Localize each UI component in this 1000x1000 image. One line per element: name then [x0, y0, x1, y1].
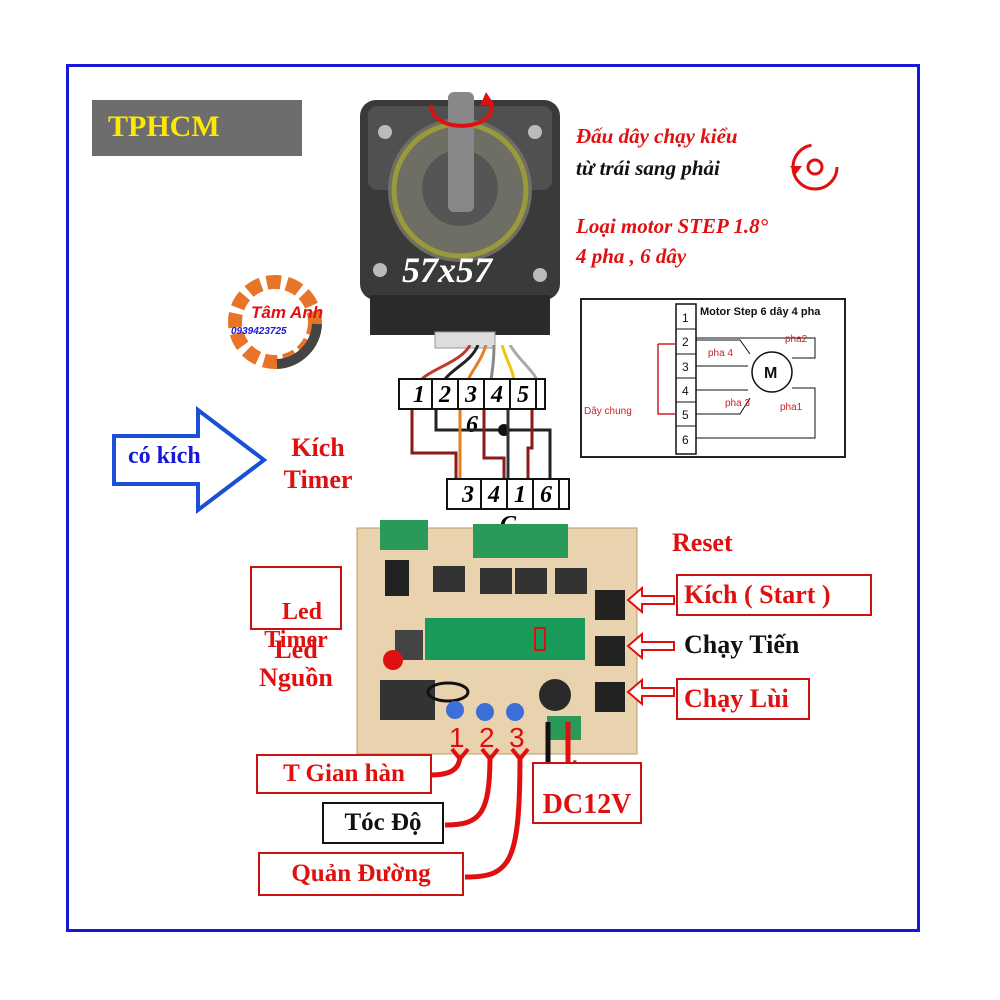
reverse-button-label: Chạy Lùi	[676, 678, 810, 720]
schematic-pin: 1	[682, 311, 689, 325]
power-leads	[545, 722, 571, 762]
power-text: DC12V	[542, 789, 632, 820]
motor-pin: 1	[407, 380, 433, 410]
reset-label: Reset	[672, 528, 733, 557]
brand-logo: Tâm Anh 0939423725	[228, 275, 323, 369]
motor-pin: 3	[459, 380, 485, 410]
motor-phase-label: 4 pha , 6 dây	[576, 244, 687, 268]
weld-time-text: T Gian hàn	[283, 760, 405, 787]
schematic-title: Motor Step 6 dây 4 pha	[700, 306, 821, 318]
wiring-title: Đấu dây chạy kiểu	[576, 124, 738, 148]
wiring-direction: từ trái sang phải	[576, 156, 720, 180]
schematic-phase: pha 4	[708, 348, 733, 359]
led-timer-text: Led Timer	[264, 599, 328, 653]
led-power-label: Led Nguồn	[259, 635, 333, 692]
trigger-arrow	[112, 406, 268, 515]
controller-board	[356, 520, 638, 755]
led-timer-label: Led Timer	[250, 566, 342, 653]
pot-pointer-lines	[429, 747, 530, 880]
motor-schematic	[580, 298, 846, 458]
stepper-motor-illustration: 57x57	[360, 92, 560, 349]
motor-pin: 2	[433, 380, 459, 410]
board-pin-header: 3416C	[446, 478, 570, 538]
rotation-direction-icon	[790, 143, 839, 191]
start-button-label: Kích ( Start )	[676, 574, 872, 616]
speed-label: Tóc Độ	[322, 802, 444, 844]
schematic-common-label: Dây chung	[584, 406, 632, 417]
brand-phone: 0939423725	[231, 326, 287, 337]
pot-number: 3	[509, 722, 525, 753]
motor-type-label: Loại motor STEP 1.8°	[576, 214, 768, 238]
motor-size-label: 57x57	[402, 250, 494, 290]
button-pointer-arrows	[626, 585, 675, 707]
schematic-pin: 2	[682, 335, 689, 349]
board-pin: 3	[456, 480, 482, 510]
trigger-timer-label: Kích Timer	[283, 433, 353, 494]
start-button-text: Kích ( Start )	[684, 580, 831, 609]
schematic-pin: 4	[682, 384, 689, 398]
distance-label: Quản Đường	[258, 852, 464, 896]
speed-text: Tóc Độ	[344, 809, 422, 836]
schematic-pin: 3	[682, 360, 689, 374]
forward-button-label: Chạy Tiến	[684, 630, 800, 659]
pot-number: 1	[449, 722, 465, 753]
schematic-pin: 6	[682, 433, 689, 447]
motor-pin: 4	[485, 380, 511, 410]
motor-pin: 5	[511, 380, 537, 410]
schematic-phase: pha 3	[725, 398, 750, 409]
brand-name: Tâm Anh	[251, 303, 323, 322]
board-pin: 4	[482, 480, 508, 510]
trigger-input-label: có kích	[128, 443, 201, 469]
schematic-phase: pha1	[780, 402, 803, 413]
pin-wiring	[410, 410, 552, 478]
city-badge-text: TPHCM	[108, 110, 220, 143]
weld-time-label: T Gian hàn	[256, 754, 432, 794]
board-pin: 1	[508, 480, 534, 510]
board-pin: 6	[534, 480, 560, 510]
diagram-frame	[66, 64, 920, 932]
pot-number: 2	[479, 722, 495, 753]
schematic-pin: 5	[682, 408, 689, 422]
reverse-button-text: Chạy Lùi	[684, 684, 789, 713]
schematic-motor-symbol: M	[764, 365, 777, 382]
power-label: DC12V	[532, 762, 642, 824]
schematic-phase: pha2	[785, 334, 808, 345]
distance-text: Quản Đường	[291, 860, 431, 887]
schematic-drawing: Motor Step 6 dây 4 pha 1 2 3 4 5 6 M Dây…	[584, 303, 821, 455]
city-badge: TPHCM	[92, 100, 302, 156]
